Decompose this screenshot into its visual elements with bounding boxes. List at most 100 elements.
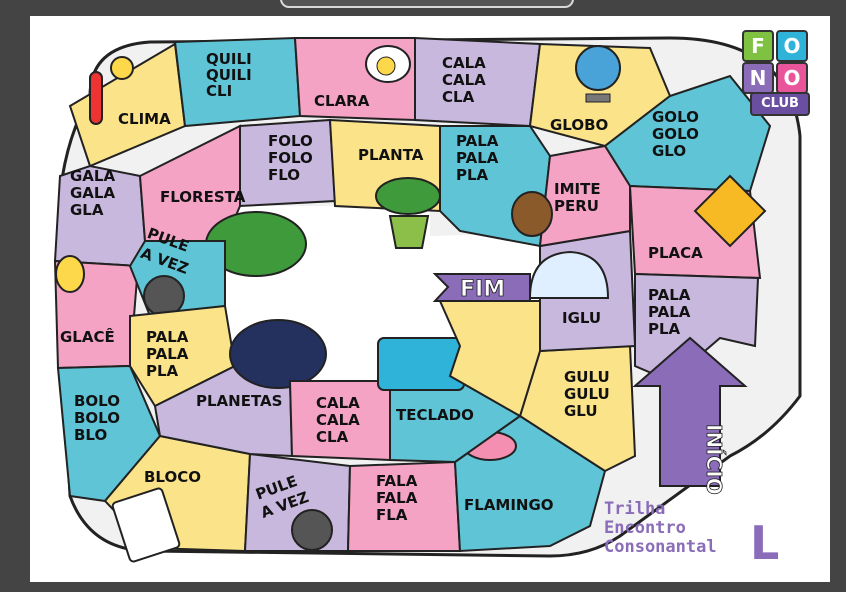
fono-club-logo: F O N O CLUB (742, 30, 822, 116)
svg-text:PERU: PERU (554, 197, 599, 215)
svg-text:FOLO: FOLO (268, 149, 313, 167)
finish-arrow: FIM (432, 273, 531, 302)
svg-text:GLACÊ: GLACÊ (60, 327, 115, 346)
cell-folo: FOLO FOLO FLO (239, 118, 337, 208)
bomb-icon (291, 509, 333, 551)
road-sign-icon (693, 174, 767, 248)
cell-iglu: IGLU (528, 229, 637, 353)
title-line-2: Encontro (604, 518, 686, 538)
cell-placa: PLACA (628, 174, 767, 280)
svg-text:FOLO: FOLO (268, 132, 313, 150)
cell-floresta: FLORESTA (138, 124, 307, 277)
svg-text:CLA: CLA (316, 428, 349, 446)
svg-text:GLA: GLA (70, 201, 104, 219)
cell-imite: IMITE PERU (511, 144, 631, 248)
svg-text:CLI: CLI (206, 82, 232, 100)
cell-pala-right: PALA PALA PLA (634, 272, 760, 383)
svg-text:FLORESTA: FLORESTA (160, 188, 246, 206)
svg-text:GOLO: GOLO (652, 108, 699, 126)
svg-text:IMITE: IMITE (554, 180, 601, 198)
cell-glace: GLACÊ (53, 255, 140, 370)
cell-planta: PLANTA (328, 118, 441, 249)
svg-text:FLAMINGO: FLAMINGO (464, 496, 554, 514)
svg-text:PLANETAS: PLANETAS (196, 392, 282, 410)
cell-cala-inner: CALA CALA CLA (288, 380, 391, 462)
title-letter: L (750, 516, 780, 570)
svg-text:PLANTA: PLANTA (358, 146, 424, 164)
cell-flamingo: FLAMINGO (453, 414, 607, 553)
svg-text:FALA: FALA (376, 489, 418, 507)
svg-text:BLOCO: BLOCO (144, 468, 201, 486)
cell-clima: CLIMA (68, 42, 187, 168)
svg-text:CALA: CALA (316, 394, 360, 412)
notebook-icon (111, 487, 181, 563)
svg-text:GLOBO: GLOBO (550, 116, 608, 134)
game-board: CLIMA QUILI QUILI CLI CLARA CALA CALA CL… (30, 16, 830, 582)
svg-text:PLA: PLA (456, 166, 489, 184)
svg-text:QUILI: QUILI (206, 50, 252, 68)
svg-text:GULU: GULU (564, 385, 610, 403)
cell-pala-left: PALA PALA PLA (129, 304, 237, 408)
svg-text:CLIMA: CLIMA (118, 110, 171, 128)
top-toolbar[interactable] (280, 0, 574, 8)
board-title: Trilha Encontro Consonantal (604, 500, 717, 557)
cell-fala: FALA FALA FLA (346, 460, 462, 552)
svg-text:PLACA: PLACA (648, 244, 703, 262)
logo-tile-o2: O (776, 62, 808, 94)
svg-text:GALA: GALA (70, 184, 115, 202)
svg-text:BOLO: BOLO (74, 392, 120, 410)
cell-bolo: BOLO BOLO BLO (56, 364, 162, 503)
svg-text:CLA: CLA (442, 88, 475, 106)
logo-club-label: CLUB (750, 92, 810, 116)
svg-text:GOLO: GOLO (652, 125, 699, 143)
cell-golo: GOLO GOLO GLO (603, 74, 772, 193)
svg-text:CLARA: CLARA (314, 92, 370, 110)
cell-connector (438, 300, 541, 418)
svg-text:GLO: GLO (652, 142, 686, 160)
cell-gulu: GULU GULU GLU (518, 344, 637, 473)
svg-text:PALA: PALA (456, 149, 499, 167)
svg-text:PLA: PLA (146, 362, 179, 380)
thermometer-icon (89, 71, 103, 125)
svg-text:INÍCIO: INÍCIO (702, 424, 726, 495)
title-line-3: Consonantal (604, 537, 717, 557)
svg-text:QUILI: QUILI (206, 66, 252, 84)
svg-text:GULU: GULU (564, 368, 610, 386)
planets-icon (229, 319, 327, 389)
svg-text:CALA: CALA (442, 71, 486, 89)
logo-tile-o1: O (776, 30, 808, 62)
svg-text:PALA: PALA (146, 345, 189, 363)
svg-text:PALA: PALA (648, 286, 691, 304)
cell-gala: GALA GALA GLA (53, 164, 147, 268)
svg-text:CALA: CALA (442, 54, 486, 72)
svg-text:FALA: FALA (376, 472, 418, 490)
svg-text:FLO: FLO (268, 166, 300, 184)
cell-clara: CLARA (293, 37, 416, 122)
svg-text:GLU: GLU (564, 402, 598, 420)
cell-cala-top: CALA CALA CLA (414, 36, 542, 128)
cell-pule-bottom: PULE A VEZ (243, 452, 352, 552)
igloo-icon (528, 250, 610, 299)
logo-tile-n: N (742, 62, 774, 94)
svg-text:IGLU: IGLU (562, 309, 601, 327)
board-drawing: CLIMA QUILI QUILI CLI CLARA CALA CALA CL… (53, 36, 802, 563)
plant-pot-icon (388, 215, 430, 249)
icing-bag-icon (55, 255, 85, 293)
svg-text:PLA: PLA (648, 320, 681, 338)
svg-text:TECLADO: TECLADO (396, 406, 474, 424)
svg-text:PALA: PALA (456, 132, 499, 150)
keyboard-icon (377, 337, 465, 391)
svg-text:BLO: BLO (74, 426, 107, 444)
logo-tile-f: F (742, 30, 774, 62)
svg-text:FIM: FIM (460, 277, 505, 302)
turkey-icon (511, 191, 553, 237)
cell-quili: QUILI QUILI CLI (173, 36, 302, 128)
svg-text:PALA: PALA (146, 328, 189, 346)
sun-icon (110, 56, 134, 80)
globe-icon (575, 45, 621, 91)
svg-text:PALA: PALA (648, 303, 691, 321)
svg-text:FLA: FLA (376, 506, 408, 524)
title-line-1: Trilha (604, 499, 666, 519)
svg-text:BOLO: BOLO (74, 409, 120, 427)
start-arrow: INÍCIO (632, 336, 748, 495)
